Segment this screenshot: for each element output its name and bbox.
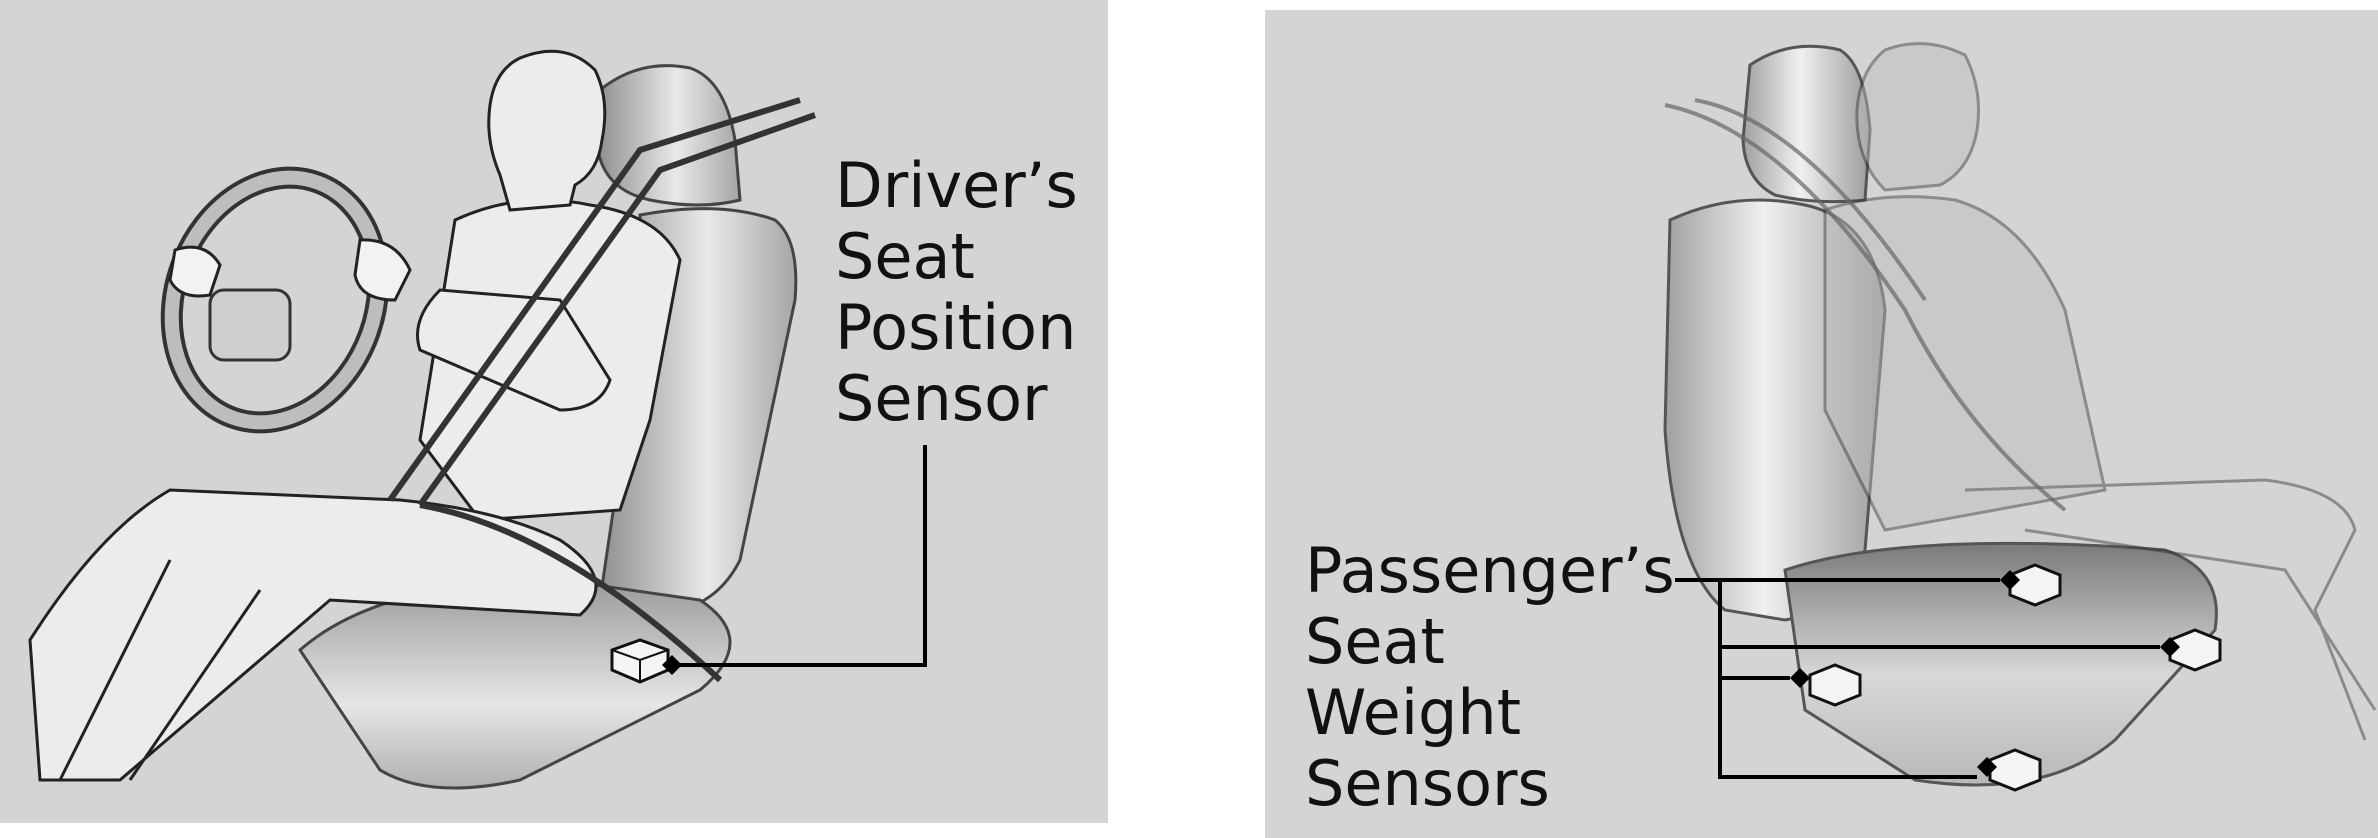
driver-hand-left (168, 245, 222, 298)
driver-label-line-4: Sensor (835, 362, 1048, 435)
driver-hand-right (353, 238, 412, 302)
driver-seat-illustration (28, 49, 927, 790)
driver-lower-leg (58, 559, 262, 781)
ghost-passenger (1823, 42, 2377, 741)
driver-label-line-1: Driver’s (835, 149, 1078, 222)
passenger-weight-sensor-icon-1 (2000, 563, 2062, 607)
passenger-label-line-2: Seat (1305, 605, 1445, 678)
passenger-callout-leader (1675, 578, 2160, 779)
passenger-seat-belt (1664, 98, 2067, 512)
driver-label-line-3: Position (835, 291, 1077, 364)
driver-head (487, 49, 607, 212)
airbag-hub (208, 288, 292, 362)
passenger-weight-sensor-icon-3 (1790, 663, 1862, 707)
passenger-seat-illustration (1663, 42, 2377, 792)
driver-label-line-2: Seat (835, 220, 975, 293)
driver-seat-position-sensor-label: Driver’s Seat Position Sensor (835, 150, 1078, 434)
passenger-weight-sensor-icon-2 (2160, 628, 2222, 672)
headrest (596, 64, 742, 207)
driver-legs (28, 488, 598, 782)
passenger-seat-weight-sensors-label: Passenger’s Seat Weight Sensors (1305, 535, 1675, 819)
driver-callout-leader (680, 445, 927, 667)
driver-seat-position-sensor-icon (610, 638, 682, 684)
passenger-seat-panel (1265, 10, 2378, 838)
passenger-weight-sensor-icon-4 (1977, 748, 2042, 792)
driver-arm (416, 288, 612, 412)
passenger-headrest (1741, 44, 1872, 204)
driver-seat-panel (0, 0, 1108, 823)
seat-belt (387, 97, 817, 683)
passenger-label-line-4: Sensors (1305, 747, 1550, 820)
passenger-label-line-1: Passenger’s (1305, 534, 1675, 607)
passenger-seat-back (1663, 198, 1887, 622)
passenger-label-line-3: Weight (1305, 676, 1522, 749)
